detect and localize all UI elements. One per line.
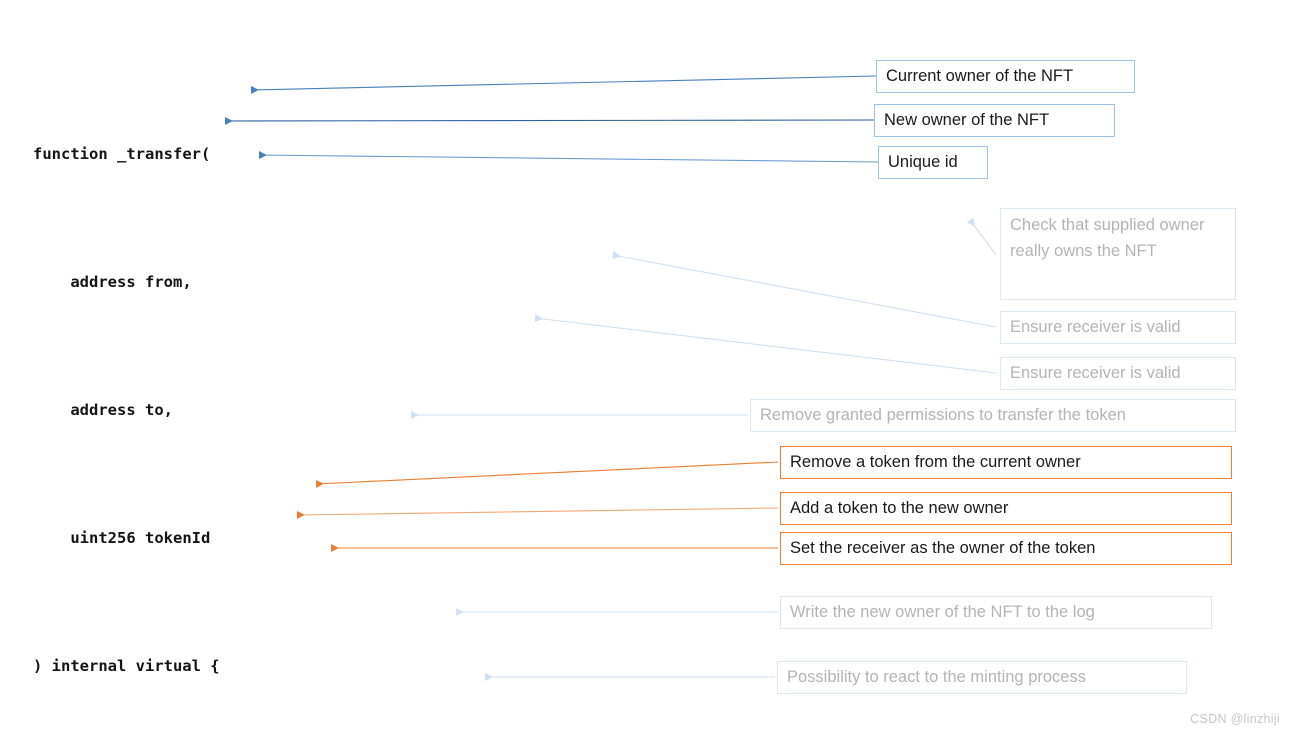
note-remove-granted-permissions[interactable]: Remove granted permissions to transfer t… bbox=[750, 399, 1236, 432]
note-set-receiver-owner[interactable]: Set the receiver as the owner of the tok… bbox=[780, 532, 1232, 565]
code-line-param-to: address to, bbox=[33, 394, 836, 426]
param-tokenid: tokenId bbox=[145, 529, 211, 547]
arrow-check-supplied bbox=[966, 217, 997, 256]
type-uint256: uint256 bbox=[70, 529, 136, 547]
code-block: function _transfer( address from, addres… bbox=[33, 42, 836, 733]
space bbox=[108, 145, 117, 163]
note-new-owner[interactable]: New owner of the NFT bbox=[874, 104, 1115, 137]
signature-close: ) internal virtual { bbox=[33, 657, 220, 675]
type-address-to: address bbox=[70, 401, 136, 419]
note-check-supplied-owner[interactable]: Check that supplied owner really owns th… bbox=[1000, 208, 1236, 300]
note-ensure-receiver-valid-2[interactable]: Ensure receiver is valid bbox=[1000, 357, 1236, 390]
param-to: to, bbox=[145, 401, 173, 419]
note-write-new-owner-log[interactable]: Write the new owner of the NFT to the lo… bbox=[780, 596, 1212, 629]
type-address-from: address bbox=[70, 273, 136, 291]
keyword-function: function bbox=[33, 145, 108, 163]
note-current-owner[interactable]: Current owner of the NFT bbox=[876, 60, 1135, 93]
note-add-token[interactable]: Add a token to the new owner bbox=[780, 492, 1232, 525]
code-line-signature-close: ) internal virtual { bbox=[33, 650, 836, 682]
param-from: from, bbox=[145, 273, 192, 291]
code-line-param-from: address from, bbox=[33, 266, 836, 298]
code-line-param-tokenid: uint256 tokenId bbox=[33, 522, 836, 554]
code-line-function-signature: function _transfer( bbox=[33, 138, 836, 170]
note-react-minting-process[interactable]: Possibility to react to the minting proc… bbox=[777, 661, 1187, 694]
note-unique-id[interactable]: Unique id bbox=[878, 146, 988, 179]
note-remove-token[interactable]: Remove a token from the current owner bbox=[780, 446, 1232, 479]
paren-open: ( bbox=[201, 145, 211, 163]
function-name-transfer: _transfer bbox=[117, 145, 201, 163]
csdn-watermark: CSDN @linzhiji bbox=[1190, 712, 1280, 726]
note-ensure-receiver-valid-1[interactable]: Ensure receiver is valid bbox=[1000, 311, 1236, 344]
